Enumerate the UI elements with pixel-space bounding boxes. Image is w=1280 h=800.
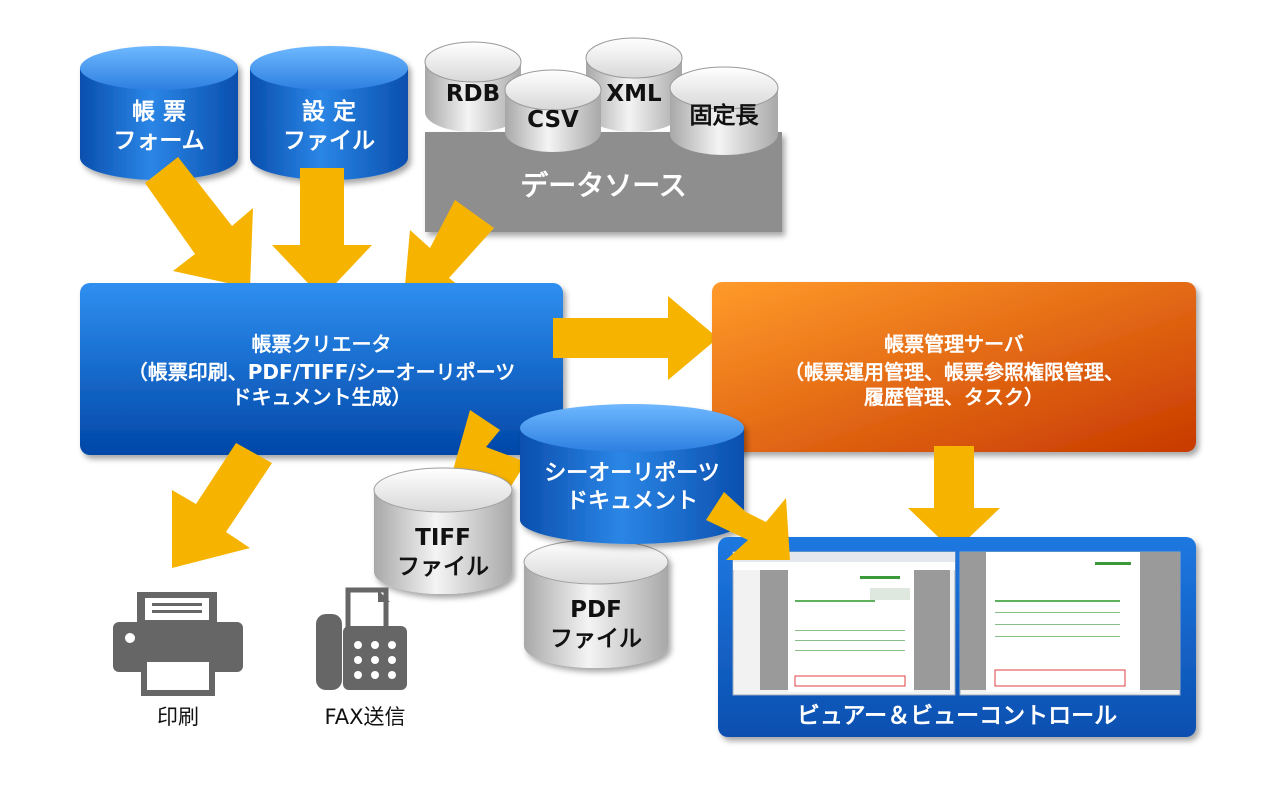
viewer-label: ビュアー＆ビューコントロール [796, 703, 1118, 729]
pdf-label: PDF ファイル [550, 597, 642, 652]
creator-box [80, 283, 563, 455]
codocument-label: シーオーリポーツ ドキュメント [544, 461, 720, 514]
creator-detail: （帳票印刷、PDF/TIFF/シーオーリポーツ ドキュメント生成） [127, 360, 516, 409]
tiff-label: TIFF ファイル [397, 525, 489, 580]
server-detail: （帳票運用管理、帳票参照権限管理、 履歴管理、タスク） [784, 360, 1124, 409]
form-db-label: 帳 票 フォーム [113, 99, 205, 154]
creator-title: 帳票クリエータ [251, 332, 392, 356]
codocument-cylinder [520, 404, 744, 544]
print-label: 印刷 [157, 705, 199, 729]
printer-icon [113, 592, 243, 696]
arrow-creator-to-server [553, 296, 718, 380]
arrow-form-to-creator [145, 157, 253, 288]
fax-label: FAX送信 [324, 705, 406, 729]
arrow-server-to-viewer [908, 446, 1000, 552]
csv-label: CSV [527, 107, 579, 133]
csv-cylinder [504, 69, 602, 152]
form-cylinder [80, 46, 238, 180]
fax-icon [316, 587, 407, 690]
rdb-label: RDB [445, 81, 501, 107]
data-source-label: データソース [520, 169, 687, 202]
tiff-cylinder [373, 467, 513, 594]
arrow-datasource-to-creator [404, 200, 494, 296]
config-db-label: 設 定 ファイル [283, 99, 375, 154]
rdb-cylinder [424, 41, 522, 132]
xml-cylinder [585, 37, 683, 132]
xml-label: XML [606, 81, 662, 107]
fixed-length-label: 固定長 [689, 103, 759, 129]
server-box [712, 282, 1196, 452]
arrow-config-to-creator [272, 168, 372, 298]
fixed-length-cylinder [669, 66, 779, 155]
config-cylinder [250, 46, 408, 180]
arrow-creator-to-print [172, 443, 272, 568]
arrow-codocument-to-viewer [706, 492, 790, 560]
viewer-screenshot-right [959, 551, 1181, 696]
pdf-cylinder [523, 539, 669, 668]
server-title: 帳票管理サーバ [884, 332, 1024, 356]
viewer-screenshot-left [732, 551, 956, 696]
